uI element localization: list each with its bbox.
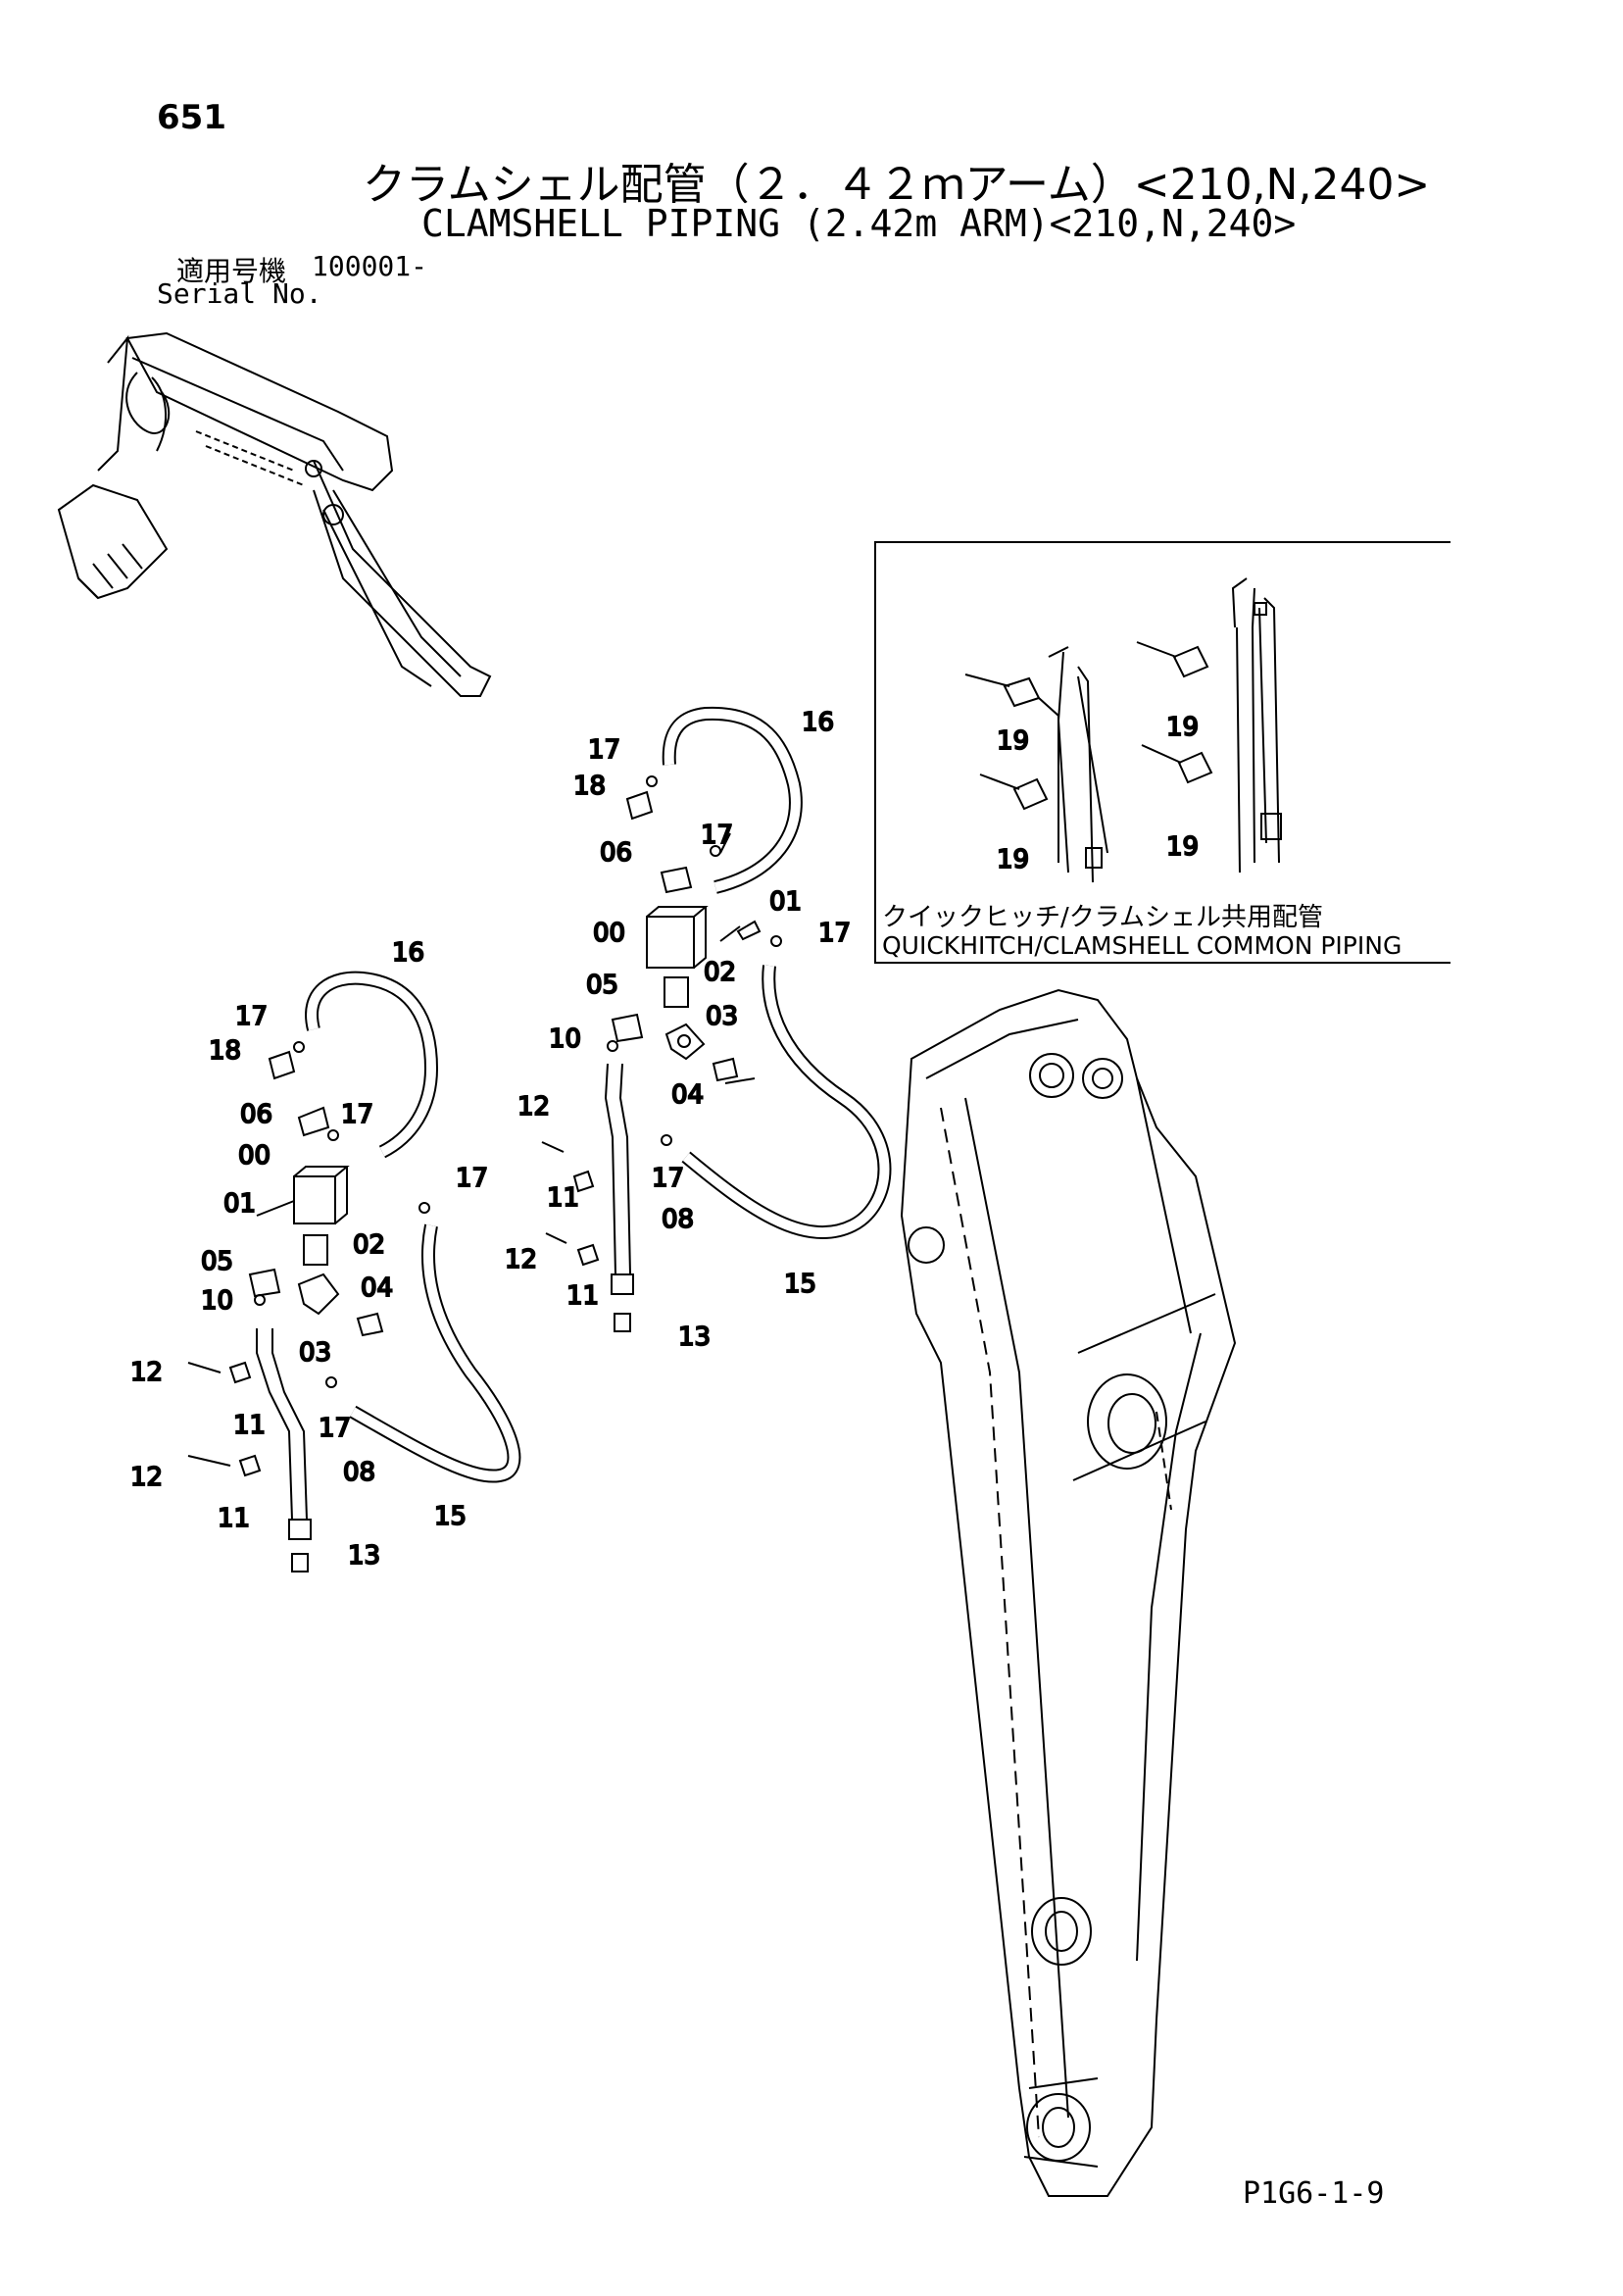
callout-17: 17 xyxy=(456,1164,488,1193)
callout-18: 18 xyxy=(573,772,606,801)
inset-frame xyxy=(874,541,1451,964)
serial-label-jp: 適用号機 xyxy=(176,255,287,287)
callout-17: 17 xyxy=(588,735,620,765)
callout-17: 17 xyxy=(652,1164,684,1193)
callout-12: 12 xyxy=(130,1358,163,1387)
inset-label-19: 19 xyxy=(1166,832,1199,862)
serial-value: 100001- xyxy=(312,250,428,282)
page-number: 651 xyxy=(157,98,226,137)
excavator-overview xyxy=(57,331,492,697)
callout-11: 11 xyxy=(547,1183,579,1213)
callout-00: 00 xyxy=(593,919,625,948)
callout-08: 08 xyxy=(662,1205,694,1234)
callout-11: 11 xyxy=(566,1281,599,1311)
callout-10: 10 xyxy=(201,1286,233,1316)
callout-17: 17 xyxy=(341,1100,373,1129)
callout-04: 04 xyxy=(361,1273,393,1303)
callout-17: 17 xyxy=(701,821,733,850)
callout-04: 04 xyxy=(671,1080,704,1110)
callout-05: 05 xyxy=(201,1247,233,1276)
callout-05: 05 xyxy=(586,971,618,1000)
callout-01: 01 xyxy=(223,1189,256,1219)
callout-11: 11 xyxy=(233,1411,266,1440)
serial-label-en: Serial No. xyxy=(157,277,322,310)
callout-00: 00 xyxy=(238,1141,270,1171)
callout-17: 17 xyxy=(319,1414,351,1443)
callout-17: 17 xyxy=(235,1002,268,1031)
callout-13: 13 xyxy=(678,1323,711,1352)
callout-06: 06 xyxy=(240,1100,272,1129)
page-title-en: CLAMSHELL PIPING (2.42m ARM)<210,N,240> xyxy=(421,202,1297,245)
callout-08: 08 xyxy=(343,1458,375,1487)
callout-02: 02 xyxy=(704,958,736,987)
callout-06: 06 xyxy=(600,838,632,868)
callout-12: 12 xyxy=(517,1092,550,1122)
callout-11: 11 xyxy=(218,1504,250,1533)
callout-16: 16 xyxy=(392,938,424,968)
callout-02: 02 xyxy=(353,1230,385,1260)
footer-code: P1G6-1-9 xyxy=(1243,2176,1385,2211)
callout-16: 16 xyxy=(802,708,834,737)
callout-15: 15 xyxy=(784,1270,816,1299)
callout-15: 15 xyxy=(434,1502,467,1531)
callout-03: 03 xyxy=(706,1002,738,1031)
inset-label-19: 19 xyxy=(997,726,1029,756)
callout-03: 03 xyxy=(299,1338,331,1368)
page-title-jp: クラムシェル配管（２．４２ｍアーム）<210,N,240> xyxy=(363,160,1431,210)
lower-piping-group xyxy=(187,971,521,1572)
inset-piping xyxy=(964,577,1282,883)
callout-10: 10 xyxy=(549,1024,581,1054)
inset-caption-jp: クイックヒッチ/クラムシェル共用配管 xyxy=(882,903,1323,932)
callout-01: 01 xyxy=(769,887,802,917)
inset-caption-en: QUICKHITCH/CLAMSHELL COMMON PIPING xyxy=(882,931,1402,960)
callout-12: 12 xyxy=(505,1245,537,1274)
inset-label-19: 19 xyxy=(997,845,1029,874)
callout-18: 18 xyxy=(209,1036,241,1066)
callout-17: 17 xyxy=(818,919,851,948)
callout-13: 13 xyxy=(348,1541,380,1571)
upper-piping-group xyxy=(541,706,892,1332)
inset-label-19: 19 xyxy=(1166,713,1199,742)
arm-assembly xyxy=(900,988,1237,2197)
callout-12: 12 xyxy=(130,1463,163,1492)
